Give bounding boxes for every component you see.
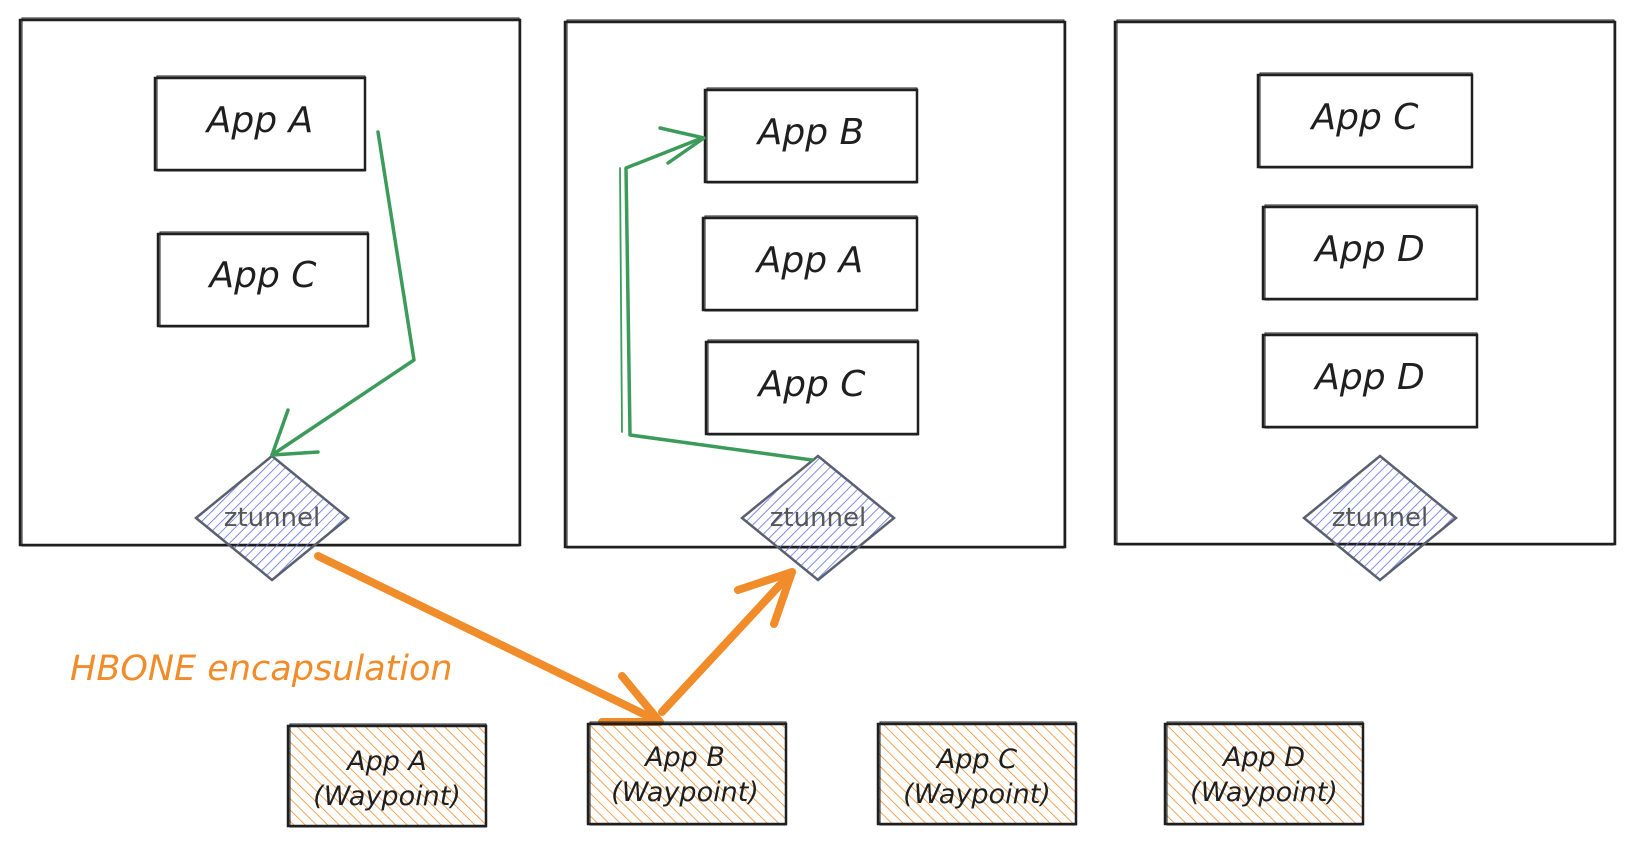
ztunnel-label: ztunnel [224,503,321,533]
ztunnel-label: ztunnel [770,503,867,533]
waypoint-2: App B (Waypoint) [586,721,788,826]
app-label: App B [756,112,864,153]
hbone-arrow-to-waypoint [314,552,664,726]
ztunnel-diamond [740,454,896,582]
node-3-ztunnel: ztunnel [1302,454,1458,582]
node-1-app-2: App C [156,231,370,328]
app-label: App C [757,364,867,405]
waypoint-suffix-label: (Waypoint) [611,777,759,808]
ztunnel-diamond [194,454,350,582]
waypoint-app-label: App B [643,742,725,773]
node-2: App B App A App C ztunnel [563,19,1067,582]
node-1-ztunnel: ztunnel [194,454,350,582]
node-3-app-1: App C [1256,72,1474,169]
node-2-ztunnel: ztunnel [740,454,896,582]
app-to-ztunnel-arrow [270,130,416,457]
app-label: App A [755,240,863,281]
node-3: App C App D App D ztunnel [1113,19,1617,582]
app-label: App C [1310,97,1420,138]
waypoint-4: App D (Waypoint) [1163,721,1365,826]
node-2-app-2: App A [701,215,919,312]
ztunnel-diamond [1302,454,1458,582]
ztunnel-label: ztunnel [1332,503,1429,533]
waypoint-suffix-label: (Waypoint) [313,781,461,812]
node-3-app-2: App D [1261,204,1479,301]
app-label: App C [208,255,318,296]
waypoint-suffix-label: (Waypoint) [1190,777,1338,808]
waypoint-suffix-label: (Waypoint) [903,779,1051,810]
app-label: App A [205,100,313,141]
waypoint-app-label: App A [345,746,427,777]
node-1-app-1: App A [153,75,367,172]
ztunnel-to-app-arrow [619,126,814,462]
hbone-arrow-to-ztunnel [658,568,796,716]
waypoint-1: App A (Waypoint) [286,723,488,828]
waypoint-3: App C (Waypoint) [876,721,1078,826]
app-label: App D [1313,229,1425,270]
waypoint-app-label: App C [935,744,1017,775]
waypoint-app-label: App D [1221,742,1305,773]
node-1: App A App C ztunnel [18,17,522,582]
hbone-label: HBONE encapsulation [70,649,453,689]
node-2-app-1: App B [703,87,919,184]
node-2-app-3: App C [704,339,920,436]
node-3-app-3: App D [1261,332,1479,429]
app-label: App D [1313,357,1425,398]
